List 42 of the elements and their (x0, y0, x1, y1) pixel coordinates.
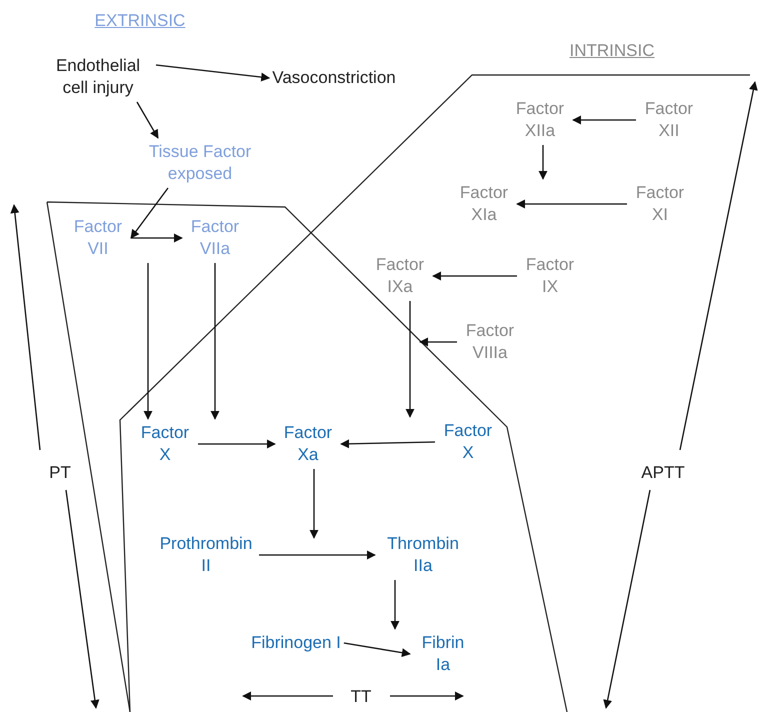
arrow (130, 188, 169, 239)
test-label: APTT (641, 462, 685, 484)
node-label: Factor IX (520, 254, 580, 298)
arrow (419, 338, 457, 346)
section-heading: EXTRINSIC (94, 10, 186, 32)
arrow (344, 642, 411, 658)
arrow (259, 550, 376, 560)
arrow (131, 234, 183, 242)
node-label: Fibrinogen I (251, 632, 341, 654)
arrow (156, 64, 270, 82)
node-label: Factor VIIa (185, 216, 245, 260)
arrow (210, 263, 220, 420)
node-label: Factor XIa (454, 182, 514, 226)
node-label: Factor X (438, 420, 498, 464)
test-label: TT (350, 686, 372, 708)
node-label: Factor Xa (278, 422, 338, 466)
arrow (432, 272, 517, 280)
node-label: Factor XIIa (510, 98, 570, 142)
arrow (340, 439, 436, 448)
test-label: PT (49, 462, 71, 484)
node-label: Factor IXa (370, 254, 430, 298)
node-label: Factor VII (68, 216, 128, 260)
node-label: Vasoconstriction (272, 67, 396, 89)
node-label: Factor X (135, 422, 195, 466)
section-heading: INTRINSIC (570, 40, 654, 62)
arrow (538, 145, 548, 180)
arrow (310, 469, 318, 539)
arrow (390, 580, 400, 630)
arrow (136, 102, 159, 139)
node-label: Factor XI (630, 182, 690, 226)
node-label: Thrombin IIa (378, 533, 468, 577)
node-label: Factor VIIIa (460, 320, 520, 364)
node-label: Fibrin Ia (413, 632, 473, 676)
arrow (144, 263, 152, 420)
node-label: Endothelial cell injury (43, 55, 153, 99)
arrow (516, 200, 627, 208)
arrow (572, 116, 636, 124)
node-label: Prothrombin II (156, 533, 256, 577)
arrow (198, 440, 276, 448)
arrow (406, 301, 414, 418)
node-label: Tissue Factor exposed (135, 141, 265, 185)
node-label: Factor XII (639, 98, 699, 142)
